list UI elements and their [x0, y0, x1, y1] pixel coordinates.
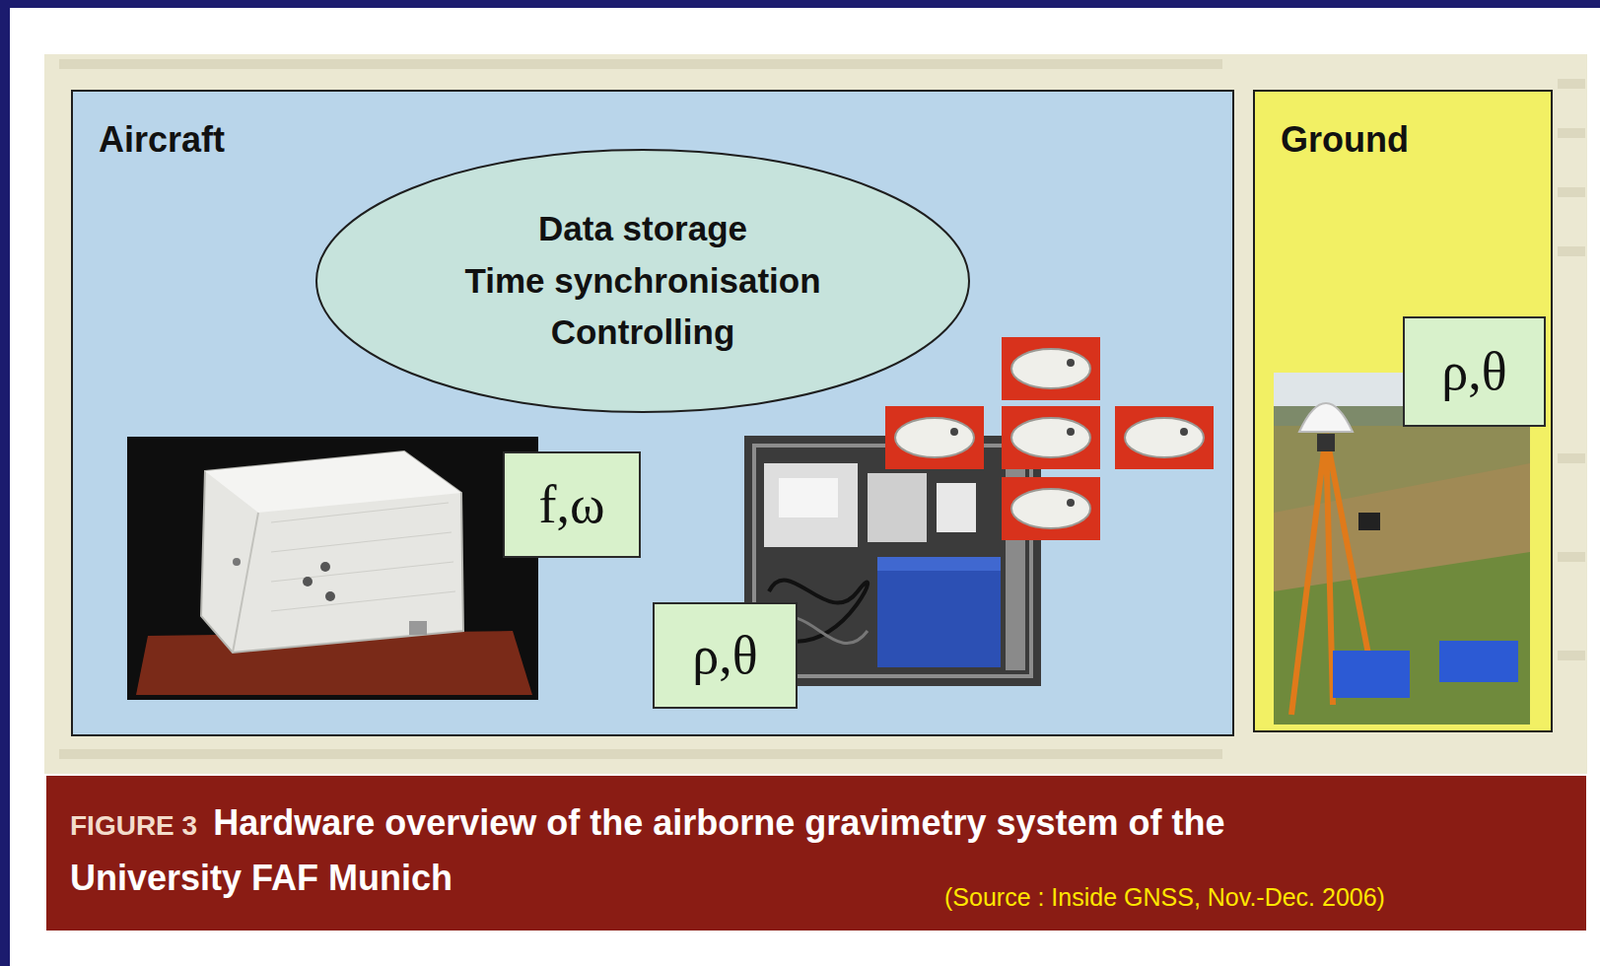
node-text: Aircraft — [98, 119, 225, 161]
caption-fill — [46, 775, 1587, 931]
figure-number: FIGURE 3 — [69, 810, 198, 841]
gps-antennas — [885, 337, 1214, 541]
ground-fill — [1252, 89, 1553, 733]
node-text: Controlling — [551, 306, 736, 359]
node-text: Data storage — [538, 203, 748, 256]
symbol-label: ρ,θ — [1402, 316, 1546, 427]
region-box: Ground ρ,θ — [1252, 89, 1553, 733]
node-text: ρ,θ — [1441, 341, 1507, 403]
node-text: Time synchronisation — [464, 255, 821, 308]
symbol-label: f,ω — [502, 451, 641, 558]
scan-ground — [44, 54, 1588, 774]
node-text: Ground — [1280, 119, 1409, 161]
frame-bar — [0, 0, 10, 966]
node-text: ρ,θ — [692, 625, 758, 687]
symbol-label: ρ,θ — [652, 602, 798, 709]
process-ellipse: Data storageTime synchronisationControll… — [314, 147, 972, 415]
frame-bar — [0, 0, 1600, 8]
region-box: AircraftData storageTime synchronisation… — [70, 89, 1235, 737]
node-text: f,ω — [538, 474, 605, 536]
gravimeter-photo — [127, 436, 539, 700]
scan-stripes — [59, 59, 1586, 760]
source-note: (Source : Inside GNSS, Nov.-Dec. 2006) — [944, 883, 1386, 912]
aircraft-fill — [70, 89, 1235, 737]
